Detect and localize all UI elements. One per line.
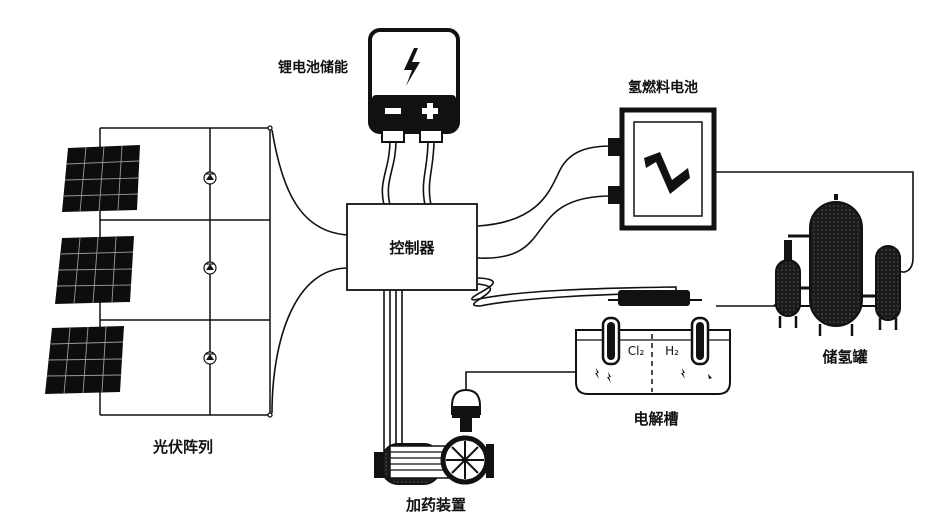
hydrogen-fuel-cell bbox=[608, 110, 714, 228]
pv-array bbox=[45, 126, 272, 417]
h2-label: H₂ bbox=[665, 344, 679, 358]
diode-2 bbox=[204, 262, 216, 274]
lithium-battery bbox=[370, 30, 458, 142]
electrolyzer-label: 电解槽 bbox=[633, 410, 678, 428]
hydrogen-storage-tank bbox=[774, 194, 900, 336]
pv-array-label: 光伏阵列 bbox=[152, 438, 213, 456]
lithium-battery-label: 锂电池储能 bbox=[278, 59, 348, 76]
dosing-device bbox=[374, 390, 494, 484]
electrolyzer bbox=[576, 290, 730, 394]
fan-icon bbox=[443, 438, 487, 482]
solar-panel-3 bbox=[45, 326, 124, 394]
solar-panel-1 bbox=[62, 145, 140, 212]
dosing-label: 加药装置 bbox=[405, 496, 466, 514]
diode-1 bbox=[204, 172, 216, 184]
fuel-cell-label: 氢燃料电池 bbox=[628, 79, 698, 96]
diode-3 bbox=[204, 352, 216, 364]
storage-tank-label: 储氢罐 bbox=[822, 348, 867, 366]
minus-terminal-icon bbox=[385, 108, 401, 114]
solar-panel-2 bbox=[55, 236, 134, 304]
controller-label: 控制器 bbox=[389, 239, 435, 257]
cl2-label: Cl₂ bbox=[628, 344, 645, 358]
